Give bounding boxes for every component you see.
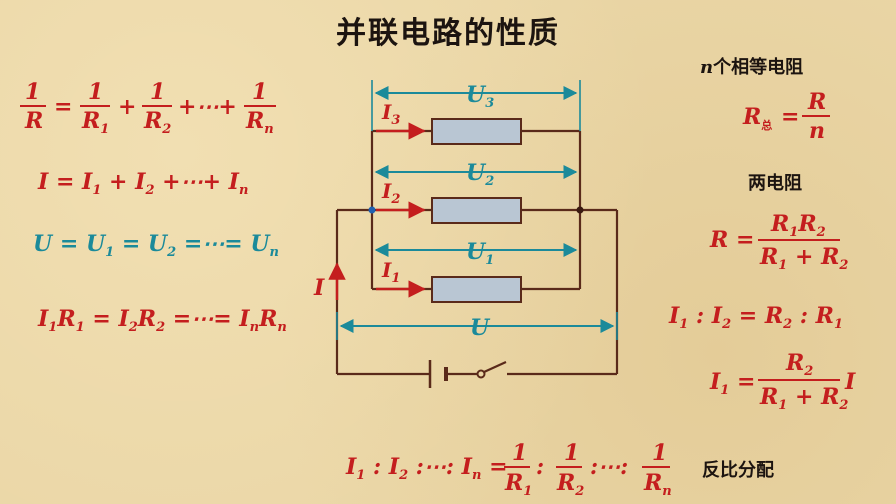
svg-text:R2: R2 [556,470,584,499]
svg-text:Rn: Rn [245,108,274,137]
label-i: I [313,275,325,301]
label-two-resistors: 两电阻 [748,172,802,194]
resistor-1 [431,276,522,303]
svg-text:R总: R总 [742,104,772,132]
svg-text:1: 1 [252,79,267,105]
svg-text:I1 =: I1 = [709,369,755,398]
svg-text:I: I [844,369,856,395]
svg-text:+: + [118,94,136,120]
label-i2: I2 [381,179,400,207]
formula-inverse-ratio: I1 : I2 :⋯: In = 1 R1 : 1 R2 :⋯: 1 Rn [345,440,672,499]
formula-current-resistance-product: I1R1 = I2R2 =⋯= InRn [37,306,287,335]
svg-text:1: 1 [88,79,103,105]
svg-text:R: R [807,89,826,115]
label-n-identical: n个相等电阻 [700,56,803,78]
formula-voltage-equal: U = U1 = U2 =⋯= Un [33,231,279,260]
formula-reciprocal-resistance: 1 R = 1 R1 + 1 R2 +⋯+ 1 Rn [20,79,276,137]
svg-text:1: 1 [150,79,165,105]
resistor-3 [431,118,522,145]
svg-text:I = I1 + I2 +⋯+ In: I = I1 + I2 +⋯+ In [37,169,248,198]
svg-text:n: n [809,118,825,144]
battery-icon [428,360,448,388]
label-u3: U3 [466,82,494,111]
voltage-span-ticks [336,80,618,340]
label-u1: U1 [466,239,494,268]
switch-pivot [476,369,486,379]
svg-text:R2: R2 [143,108,171,137]
svg-text:=: = [54,94,72,120]
formula-total-current: I = I1 + I2 +⋯+ In [37,169,248,198]
svg-text:Rn: Rn [643,470,672,499]
svg-text:I1R1 = I2R2 =⋯= InRn: I1R1 = I2R2 =⋯= InRn [37,306,287,335]
page-title: 并联电路的性质 [336,16,560,51]
svg-text:1: 1 [512,440,527,466]
label-i3: I3 [381,100,400,128]
svg-text:1: 1 [564,440,579,466]
svg-text:R1R2: R1R2 [770,211,826,240]
svg-text:R1 + R2: R1 + R2 [759,384,848,413]
svg-text:I1 : I2 = R2 : R1: I1 : I2 = R2 : R1 [668,303,843,332]
svg-text:R1: R1 [504,470,532,499]
label-u: U [470,315,491,341]
label-i1: I1 [381,258,400,286]
svg-text:R2: R2 [785,350,813,379]
svg-text:U = U1 = U2 =⋯= Un: U = U1 = U2 =⋯= Un [33,231,279,260]
svg-text:I1 : I2 :⋯: In =: I1 : I2 :⋯: In = [345,454,508,483]
resistor-2 [431,197,522,224]
svg-text:R1 + R2: R1 + R2 [759,244,848,273]
svg-text:1: 1 [652,440,667,466]
svg-text:+⋯+: +⋯+ [178,94,237,120]
svg-text:1: 1 [25,79,40,105]
formula-two-resistors: R = R1R2 R1 + R2 [709,211,848,273]
junction-right [576,206,584,214]
svg-text::: : [536,454,544,480]
junction-left [368,206,376,214]
formula-current-divider: I1 = R2 R1 + R2 I [709,350,856,413]
svg-text:=: = [781,104,799,130]
svg-text:R: R [24,108,43,134]
svg-text::⋯:: :⋯: [590,454,628,480]
svg-text:R1: R1 [81,108,109,137]
svg-text:R =: R = [709,227,754,253]
label-inverse-distribution: 反比分配 [702,460,774,481]
formula-n-identical: R总 = R n [742,89,830,144]
formula-current-ratio: I1 : I2 = R2 : R1 [668,303,843,332]
label-u2: U2 [466,160,494,189]
